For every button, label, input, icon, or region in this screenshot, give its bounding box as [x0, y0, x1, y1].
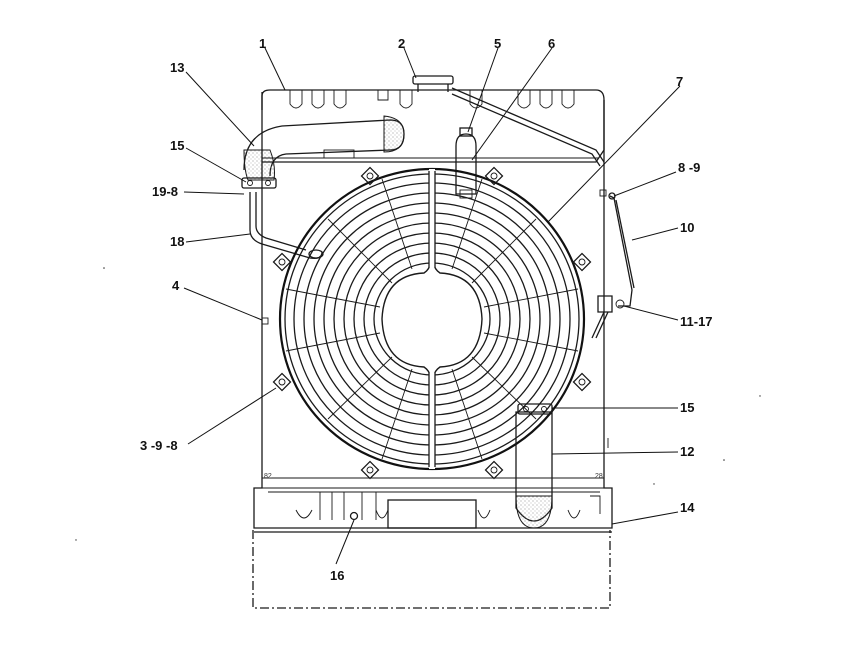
- callout-13: 13: [170, 60, 184, 75]
- lower-shroud: [252, 530, 611, 609]
- leader-lines: [183, 47, 681, 565]
- callout-12: 12: [680, 444, 694, 459]
- svg-text:28: 28: [595, 473, 603, 480]
- callout-18: 18: [170, 234, 184, 249]
- svg-text:82: 82: [264, 473, 272, 480]
- upper-hose: [241, 115, 405, 189]
- callout-7: 7: [676, 74, 683, 89]
- lower-hose: [515, 403, 553, 529]
- callout-6: 6: [548, 36, 555, 51]
- fan-guard: [278, 167, 586, 471]
- callout-15-upper: 15: [170, 138, 184, 153]
- callout-14: 14: [680, 500, 695, 515]
- callout-4: 4: [172, 278, 180, 293]
- callout-5: 5: [494, 36, 501, 51]
- callout-15-lower: 15: [680, 400, 694, 415]
- callout-10: 10: [680, 220, 694, 235]
- filler-cap: [412, 75, 454, 92]
- callout-16: 16: [330, 568, 344, 583]
- scan-specks: [75, 267, 761, 541]
- callout-19-8: 19-8: [152, 184, 178, 199]
- callout-2: 2: [398, 36, 405, 51]
- overflow-tube: [451, 87, 605, 167]
- brace-rod: [591, 192, 635, 339]
- callout-11-17: 11-17: [680, 314, 713, 329]
- callout-labels: 1 2 5 6 7 13 15 19-8 18 4 3 -9 -8 8 -9 1…: [140, 36, 713, 583]
- callout-3-9-8: 3 -9 -8: [140, 438, 178, 453]
- bottom-tank: [295, 492, 601, 529]
- callout-8-9: 8 -9: [678, 160, 700, 175]
- guard-mount-tabs: [272, 166, 592, 480]
- callout-1: 1: [259, 36, 266, 51]
